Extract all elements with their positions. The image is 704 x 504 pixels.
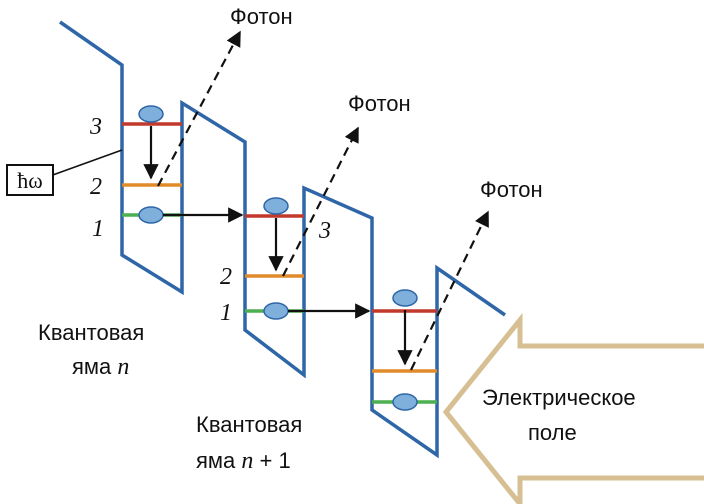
callout-box bbox=[6, 164, 54, 196]
level-number-3: 3 bbox=[89, 114, 102, 140]
callout-leader bbox=[49, 149, 123, 177]
electron bbox=[263, 302, 289, 320]
photon-label-3: Фотон bbox=[480, 177, 543, 202]
photon-arrows bbox=[157, 30, 489, 371]
hbar-omega-text: ħω bbox=[17, 168, 42, 193]
band-profile bbox=[59, 20, 506, 459]
field-label-line2: поле bbox=[528, 420, 577, 445]
well-n-label-line1: Квантовая bbox=[38, 320, 144, 345]
electron bbox=[138, 105, 164, 123]
well-n-var: n bbox=[117, 354, 129, 380]
electron bbox=[263, 197, 289, 215]
well-n1-levels bbox=[245, 214, 304, 313]
level-number-2: 2 bbox=[90, 174, 102, 200]
hbar-omega-callout: ħω bbox=[6, 149, 123, 196]
well-n1-label-line2: яма n + 1 bbox=[196, 448, 291, 474]
photon-arrow-2 bbox=[282, 126, 359, 277]
photon-arrow-3 bbox=[410, 210, 489, 371]
well-n-label-line2: яма n bbox=[72, 354, 129, 380]
level-number-3-well-n1: 3 bbox=[318, 218, 331, 244]
well-n1-label-line1: Квантовая bbox=[196, 412, 302, 437]
transition-arrows bbox=[143, 126, 413, 366]
well-n1-suffix: + 1 bbox=[253, 448, 290, 473]
well-n-prefix: яма bbox=[72, 354, 117, 379]
field-label-line1: Электрическое bbox=[482, 385, 636, 410]
electron bbox=[138, 206, 164, 224]
well-n1-prefix: яма bbox=[196, 448, 241, 473]
tunneling-arrows bbox=[163, 207, 371, 319]
electric-field-arrow bbox=[442, 312, 704, 504]
electron bbox=[392, 393, 418, 411]
level-number-2-well-n1: 2 bbox=[220, 264, 232, 290]
electrons bbox=[138, 105, 418, 411]
band-segment-1 bbox=[59, 20, 506, 459]
level-number-1: 1 bbox=[92, 216, 104, 242]
level-number-1-well-n1: 1 bbox=[220, 300, 232, 326]
photon-label-2: Фотон bbox=[348, 91, 411, 116]
photon-label-1: Фотон bbox=[230, 4, 293, 29]
photon-arrow-1 bbox=[157, 30, 241, 187]
well-n1-var: n bbox=[241, 448, 253, 474]
electron bbox=[392, 289, 418, 307]
